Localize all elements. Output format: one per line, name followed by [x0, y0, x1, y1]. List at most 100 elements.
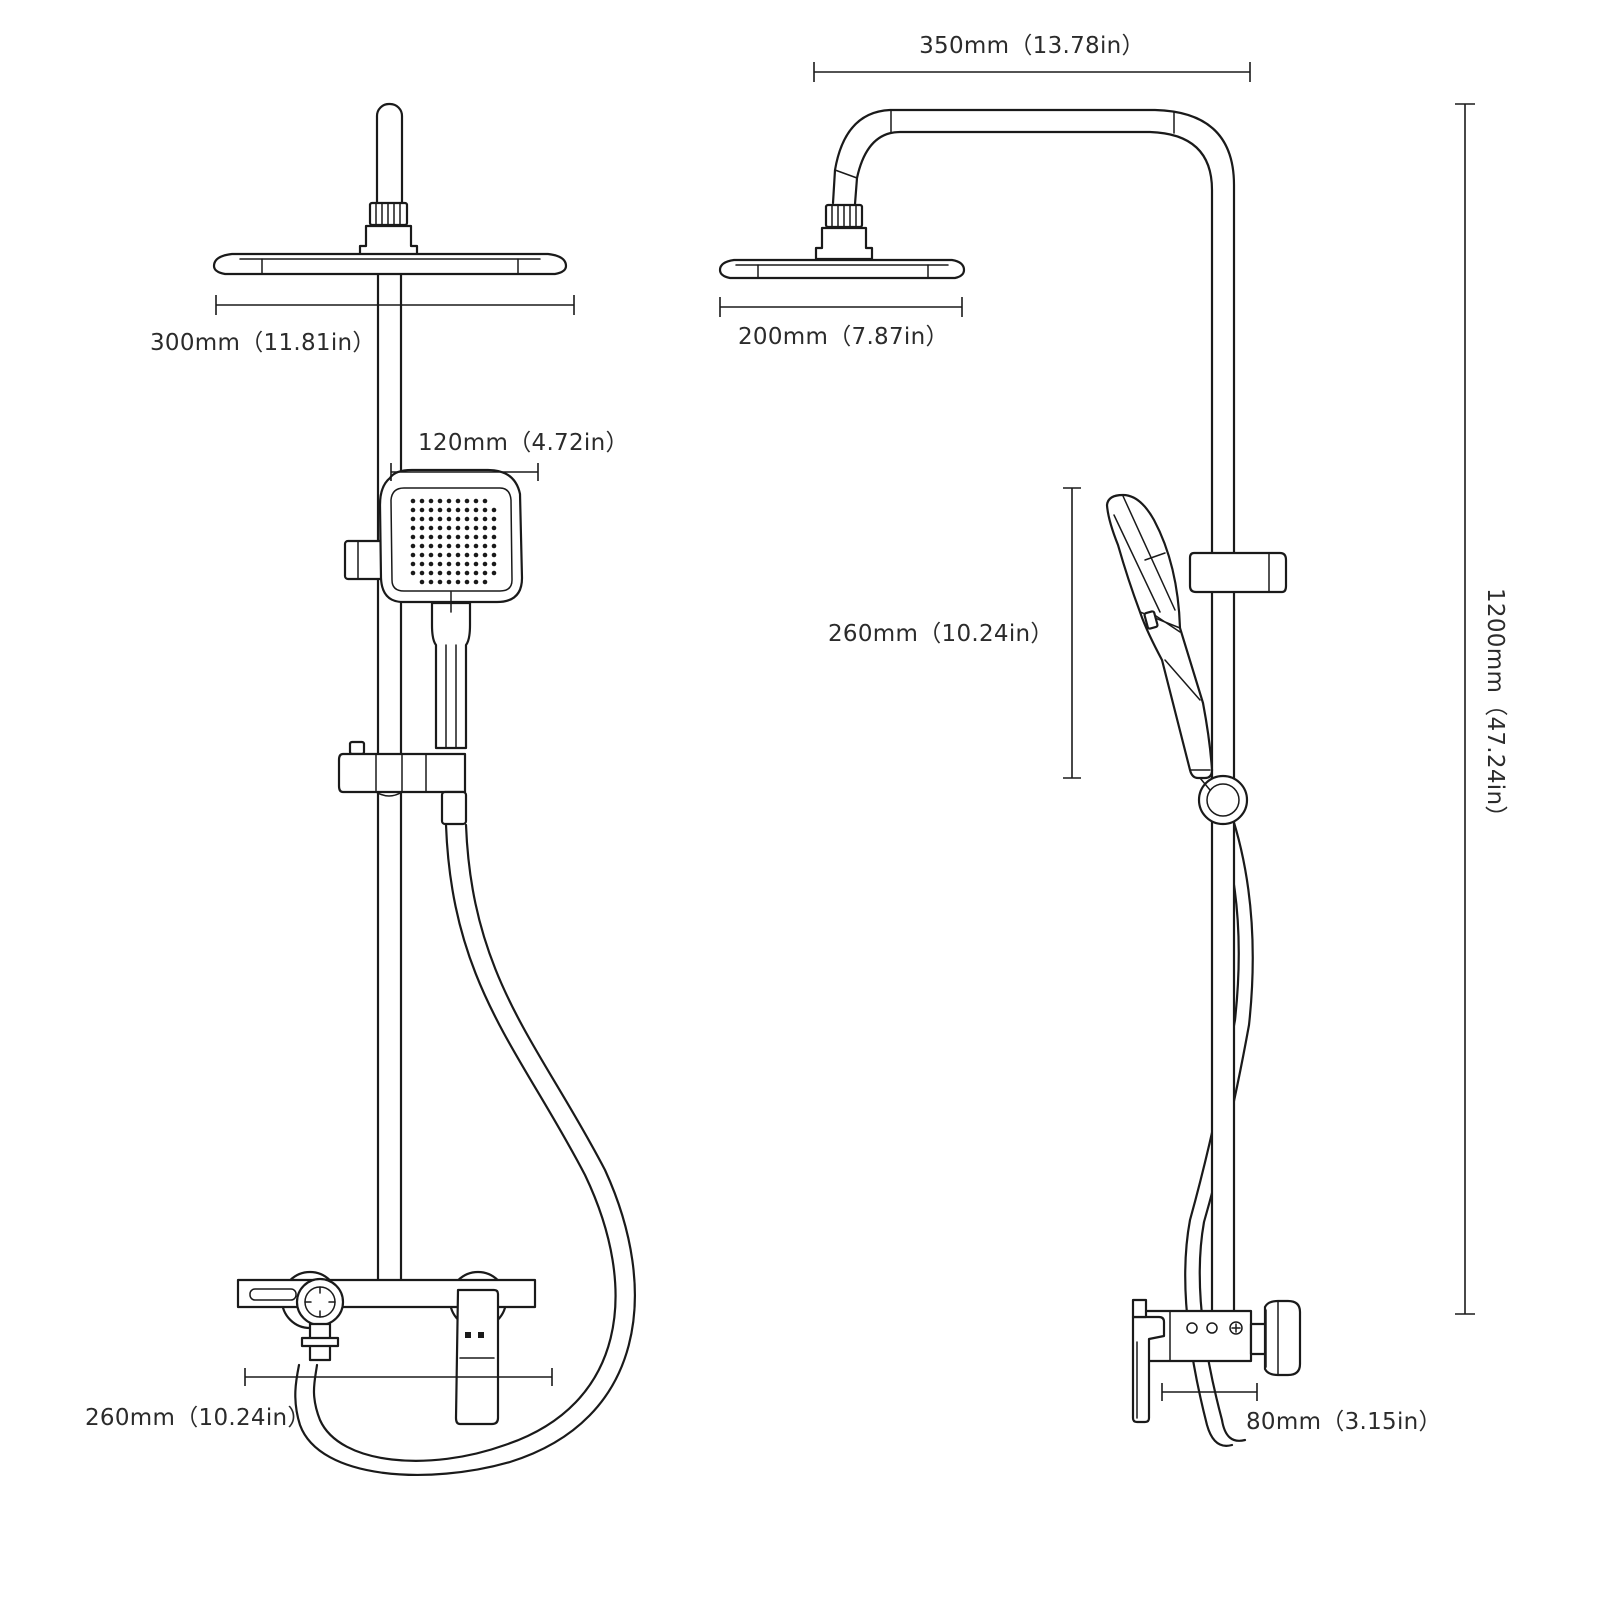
nozzle-dot [428, 534, 434, 540]
side-hand-shower [1105, 493, 1214, 780]
nozzle-dot [473, 507, 479, 513]
nozzle-dot [455, 498, 461, 504]
front-view [212, 102, 636, 1477]
nozzle-dot [464, 579, 470, 585]
nozzle-dot [455, 534, 461, 540]
front-thermostatic-mixer [236, 1270, 537, 1426]
nozzle-dot [419, 534, 425, 540]
nozzle-dot [482, 507, 488, 513]
nozzle-dot [437, 570, 443, 576]
nozzle-dot [455, 516, 461, 522]
side-head-connector [814, 226, 874, 261]
nozzle-dot [482, 534, 488, 540]
nozzle-dot [491, 534, 497, 540]
nozzle-dot [428, 579, 434, 585]
hand-shower-nozzle-grid [410, 498, 497, 585]
nozzle-dot [491, 543, 497, 549]
nozzle-dot [446, 498, 452, 504]
nozzle-dot [464, 525, 470, 531]
nozzle-dot [482, 552, 488, 558]
nozzle-dot [482, 498, 488, 504]
nozzle-dot [428, 543, 434, 549]
front-hose [294, 823, 636, 1477]
nozzle-dot [491, 507, 497, 513]
label-hand-shower-width: 120mm（4.72in） [418, 430, 629, 456]
nozzle-dot [410, 507, 416, 513]
front-pipe-nut [368, 201, 409, 227]
nozzle-dot [428, 552, 434, 558]
nozzle-dot [446, 552, 452, 558]
nozzle-dot [419, 525, 425, 531]
label-side-head-width: 200mm（7.87in） [738, 324, 949, 350]
nozzle-dot [419, 579, 425, 585]
nozzle-dot [482, 579, 488, 585]
nozzle-dot [428, 516, 434, 522]
nozzle-dot [437, 552, 443, 558]
label-wall-depth: 80mm（3.15in） [1246, 1409, 1442, 1435]
nozzle-dot [446, 534, 452, 540]
nozzle-dot [464, 507, 470, 513]
nozzle-dot [410, 534, 416, 540]
nozzle-dot [482, 516, 488, 522]
nozzle-dot [464, 516, 470, 522]
nozzle-dot [491, 552, 497, 558]
nozzle-dot [428, 561, 434, 567]
nozzle-dot [464, 561, 470, 567]
nozzle-dot [446, 579, 452, 585]
nozzle-dot [437, 507, 443, 513]
nozzle-dot [428, 570, 434, 576]
nozzle-dot [455, 579, 461, 585]
nozzle-dot [482, 525, 488, 531]
nozzle-dot [473, 552, 479, 558]
nozzle-dot [410, 498, 416, 504]
nozzle-dot [437, 579, 443, 585]
nozzle-dot [455, 543, 461, 549]
side-slide-rail [1210, 561, 1236, 1325]
label-top-width: 350mm（13.78in） [919, 33, 1145, 59]
nozzle-dot [437, 534, 443, 540]
side-thermostatic-mixer [1131, 1298, 1302, 1424]
nozzle-dot [419, 570, 425, 576]
nozzle-dot [437, 525, 443, 531]
nozzle-dot [410, 516, 416, 522]
nozzle-dot [482, 570, 488, 576]
front-head-connector [358, 224, 419, 258]
nozzle-dot [473, 570, 479, 576]
nozzle-dot [428, 498, 434, 504]
nozzle-dot [455, 561, 461, 567]
nozzle-dot [473, 543, 479, 549]
nozzle-dot [491, 561, 497, 567]
nozzle-dot [473, 525, 479, 531]
nozzle-dot [446, 570, 452, 576]
nozzle-dot [437, 516, 443, 522]
nozzle-dot [482, 561, 488, 567]
nozzle-dot [419, 507, 425, 513]
nozzle-dot [473, 579, 479, 585]
nozzle-dot [437, 543, 443, 549]
nozzle-dot [464, 534, 470, 540]
side-top-holder [1188, 551, 1288, 594]
side-slide-holder [1197, 774, 1249, 826]
nozzle-dot [419, 543, 425, 549]
nozzle-dot [446, 525, 452, 531]
label-total-height: 1200mm（47.24in） [1482, 588, 1508, 829]
nozzle-dot [419, 561, 425, 567]
side-pipe-nut [824, 203, 864, 229]
nozzle-dot [455, 507, 461, 513]
nozzle-dot [410, 552, 416, 558]
nozzle-dot [437, 498, 443, 504]
side-top-pipe [831, 108, 1236, 565]
nozzle-dot [491, 525, 497, 531]
nozzle-dot [419, 552, 425, 558]
label-front-head-width: 300mm（11.81in） [150, 330, 376, 356]
dimension-labels: 350mm（13.78in） 300mm（11.81in） 200mm（7.87… [85, 33, 1508, 1435]
dimension-lines [215, 62, 1475, 1401]
nozzle-dot [473, 498, 479, 504]
nozzle-dot [446, 561, 452, 567]
front-overhead-shower-head [212, 252, 568, 276]
nozzle-dot [464, 543, 470, 549]
label-hand-shower-length: 260mm（10.24in） [828, 621, 1054, 647]
nozzle-dot [473, 516, 479, 522]
nozzle-dot [455, 570, 461, 576]
